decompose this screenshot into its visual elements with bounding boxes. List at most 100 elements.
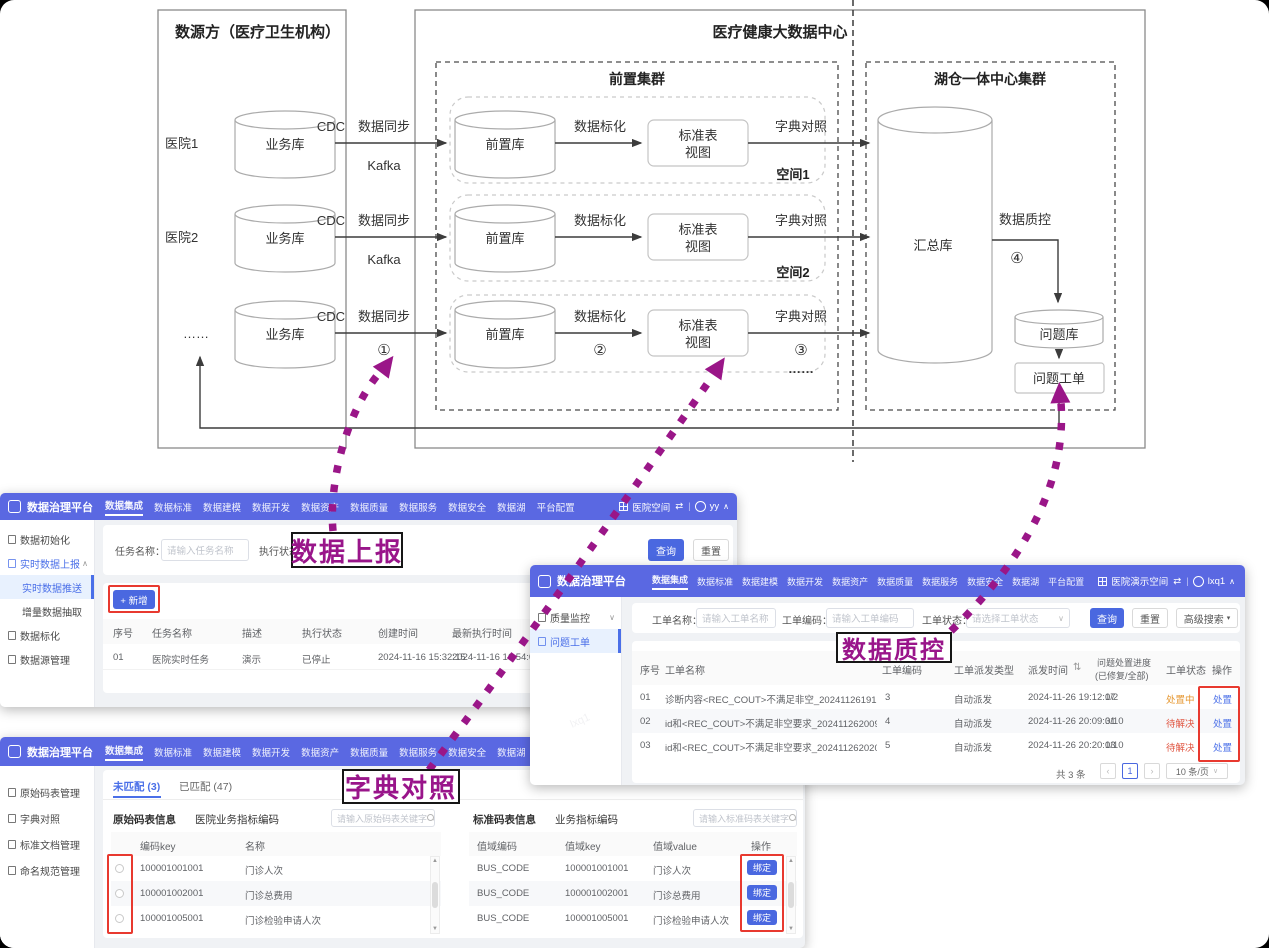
nav-platform-config[interactable]: 平台配置 <box>536 502 575 514</box>
reset-button[interactable]: 重置 <box>1132 608 1168 628</box>
handle-link[interactable]: 处置 <box>1213 743 1233 754</box>
scroll-thumb[interactable] <box>432 882 438 908</box>
ticket-status-select[interactable]: 请选择工单状态∨ <box>966 608 1070 628</box>
left-scrollbar[interactable]: ▲▼ <box>430 856 440 934</box>
nav-data-dev[interactable]: 数据开发 <box>787 576 824 587</box>
search-button[interactable]: 查询 <box>648 539 684 561</box>
nav-platform-config[interactable]: 平台配置 <box>1048 576 1085 587</box>
swap-icon[interactable]: ⇄ <box>1173 575 1182 587</box>
total-count: 共 3 条 <box>1056 770 1086 781</box>
std-view-box-1: 标准表 视图 <box>647 119 749 167</box>
nav-data-quality[interactable]: 数据质量 <box>350 502 389 514</box>
right-search-input[interactable]: 请输入标准码表关键字 <box>693 809 797 827</box>
nav-data-security[interactable]: 数据安全 <box>967 576 1004 587</box>
nav-data-integration[interactable]: 数据集成 <box>105 498 144 516</box>
sidebar-item-realtime-report[interactable]: 实时数据上报∧ <box>0 551 94 575</box>
cell-dispatch-time: 2024-11-26 20:20:13 <box>1028 740 1116 751</box>
col-dispatch-time: 派发时间 <box>1028 666 1068 677</box>
scroll-down-icon[interactable]: ▼ <box>788 926 794 932</box>
user-caret-icon[interactable]: ∧ <box>1229 576 1235 586</box>
nav-data-dev[interactable]: 数据开发 <box>252 502 291 514</box>
radio-row2[interactable] <box>115 889 124 898</box>
scroll-thumb[interactable] <box>788 882 794 908</box>
add-button[interactable]: + 新增 <box>113 590 155 609</box>
nav-data-security[interactable]: 数据安全 <box>448 502 487 514</box>
search-icon <box>427 813 434 823</box>
nav-data-service[interactable]: 数据服务 <box>922 576 959 587</box>
scroll-up-icon[interactable]: ▲ <box>432 858 438 864</box>
sidebar-item-standard-doc[interactable]: 标准文档管理 <box>0 832 94 856</box>
space2-label: 空间2 <box>776 265 809 280</box>
nav-data-quality[interactable]: 数据质量 <box>877 576 914 587</box>
left-search-input[interactable]: 请输入原始码表关键字 <box>331 809 435 827</box>
nav-data-asset[interactable]: 数据资产 <box>301 747 340 759</box>
nav-data-modeling[interactable]: 数据建模 <box>742 576 779 587</box>
cell-domain-key: 100001005001 <box>565 913 629 924</box>
bind-button-2[interactable]: 绑定 <box>747 885 777 900</box>
sidebar-item-realtime-push[interactable]: 实时数据推送 <box>0 575 94 599</box>
nav-data-asset[interactable]: 数据资产 <box>832 576 869 587</box>
nav-data-modeling[interactable]: 数据建模 <box>203 502 242 514</box>
radio-row1[interactable] <box>115 864 124 873</box>
sidebar-item-incremental-extract[interactable]: 增量数据抽取 <box>0 599 94 623</box>
ticket-name-input[interactable]: 请输入工单名称 <box>696 608 776 628</box>
reset-button[interactable]: 重置 <box>693 539 729 561</box>
doc-icon <box>538 636 546 646</box>
nav-data-lake[interactable]: 数据湖 <box>1012 576 1040 587</box>
radio-row3[interactable] <box>115 914 124 923</box>
tab-matched[interactable]: 已匹配 (47) <box>179 781 233 793</box>
sidebar-item-data-standardize[interactable]: 数据标化 <box>0 623 94 647</box>
bind-button-3[interactable]: 绑定 <box>747 910 777 925</box>
advanced-search-button[interactable]: 高级搜索▾ <box>1176 608 1238 628</box>
next-page-button[interactable]: › <box>1144 763 1160 779</box>
nav-data-quality[interactable]: 数据质量 <box>350 747 389 759</box>
sidebar-item-quality-monitor[interactable]: 质量监控∨ <box>530 605 621 629</box>
nav-data-service[interactable]: 数据服务 <box>399 747 438 759</box>
shot2-topbar-right: 医院演示空间 ⇄ | lxq1 ∧ <box>1098 574 1235 588</box>
page-size-select[interactable]: 10 条/页∨ <box>1166 763 1228 779</box>
sidebar-item-data-init[interactable]: 数据初始化 <box>0 527 94 551</box>
sidebar-item-naming-rules[interactable]: 命名规范管理 <box>0 858 94 882</box>
scroll-down-icon[interactable]: ▼ <box>432 926 438 932</box>
swap-icon[interactable]: ⇄ <box>675 501 684 512</box>
search-button[interactable]: 查询 <box>1090 608 1124 628</box>
task-name-input[interactable]: 请输入任务名称 <box>161 539 249 561</box>
username[interactable]: yy <box>709 501 720 512</box>
col-ticket-name: 工单名称 <box>665 666 705 677</box>
col-ticket-status: 工单状态 <box>1166 666 1206 677</box>
nav-data-dev[interactable]: 数据开发 <box>252 747 291 759</box>
tab-unmatched[interactable]: 未匹配 (3) <box>113 781 161 793</box>
right-scrollbar[interactable]: ▲▼ <box>786 856 796 934</box>
sort-icon[interactable]: ⇅ <box>1073 662 1082 673</box>
handle-link[interactable]: 处置 <box>1213 695 1233 706</box>
workspace-name[interactable]: 医院演示空间 <box>1111 577 1169 588</box>
sidebar-item-dict-mapping[interactable]: 字典对照 <box>0 806 94 830</box>
nav-data-integration[interactable]: 数据集成 <box>105 743 144 761</box>
nav-data-security[interactable]: 数据安全 <box>448 747 487 759</box>
ticket-code-input[interactable]: 请输入工单编码 <box>826 608 914 628</box>
nav-data-integration[interactable]: 数据集成 <box>652 573 689 590</box>
bind-button-1[interactable]: 绑定 <box>747 860 777 875</box>
doc-icon <box>8 534 16 544</box>
user-caret-icon[interactable]: ∧ <box>723 502 729 511</box>
nav-data-asset[interactable]: 数据资产 <box>301 502 340 514</box>
scroll-up-icon[interactable]: ▲ <box>788 858 794 864</box>
col-progress-line2: (已修复/全部) <box>1095 671 1149 681</box>
nav-data-lake[interactable]: 数据湖 <box>497 747 526 759</box>
nav-data-modeling[interactable]: 数据建模 <box>203 747 242 759</box>
nav-data-lake[interactable]: 数据湖 <box>497 502 526 514</box>
workspace-name[interactable]: 医院空间 <box>632 502 671 514</box>
sidebar-item-raw-code-table[interactable]: 原始码表管理 <box>0 780 94 804</box>
page-number[interactable]: 1 <box>1122 763 1138 779</box>
prev-page-button[interactable]: ‹ <box>1100 763 1116 779</box>
username[interactable]: lxq1 <box>1207 575 1226 587</box>
sidebar-item-issue-tickets[interactable]: 问题工单 <box>530 629 621 653</box>
nav-data-standard[interactable]: 数据标准 <box>697 576 734 587</box>
nav-data-service[interactable]: 数据服务 <box>399 502 438 514</box>
handle-link[interactable]: 处置 <box>1213 719 1233 730</box>
dict-map-label: 字典对照 <box>775 213 827 228</box>
nav-data-standard[interactable]: 数据标准 <box>154 502 193 514</box>
sidebar-item-datasource-mgmt[interactable]: 数据源管理 <box>0 647 94 671</box>
nav-data-standard[interactable]: 数据标准 <box>154 747 193 759</box>
